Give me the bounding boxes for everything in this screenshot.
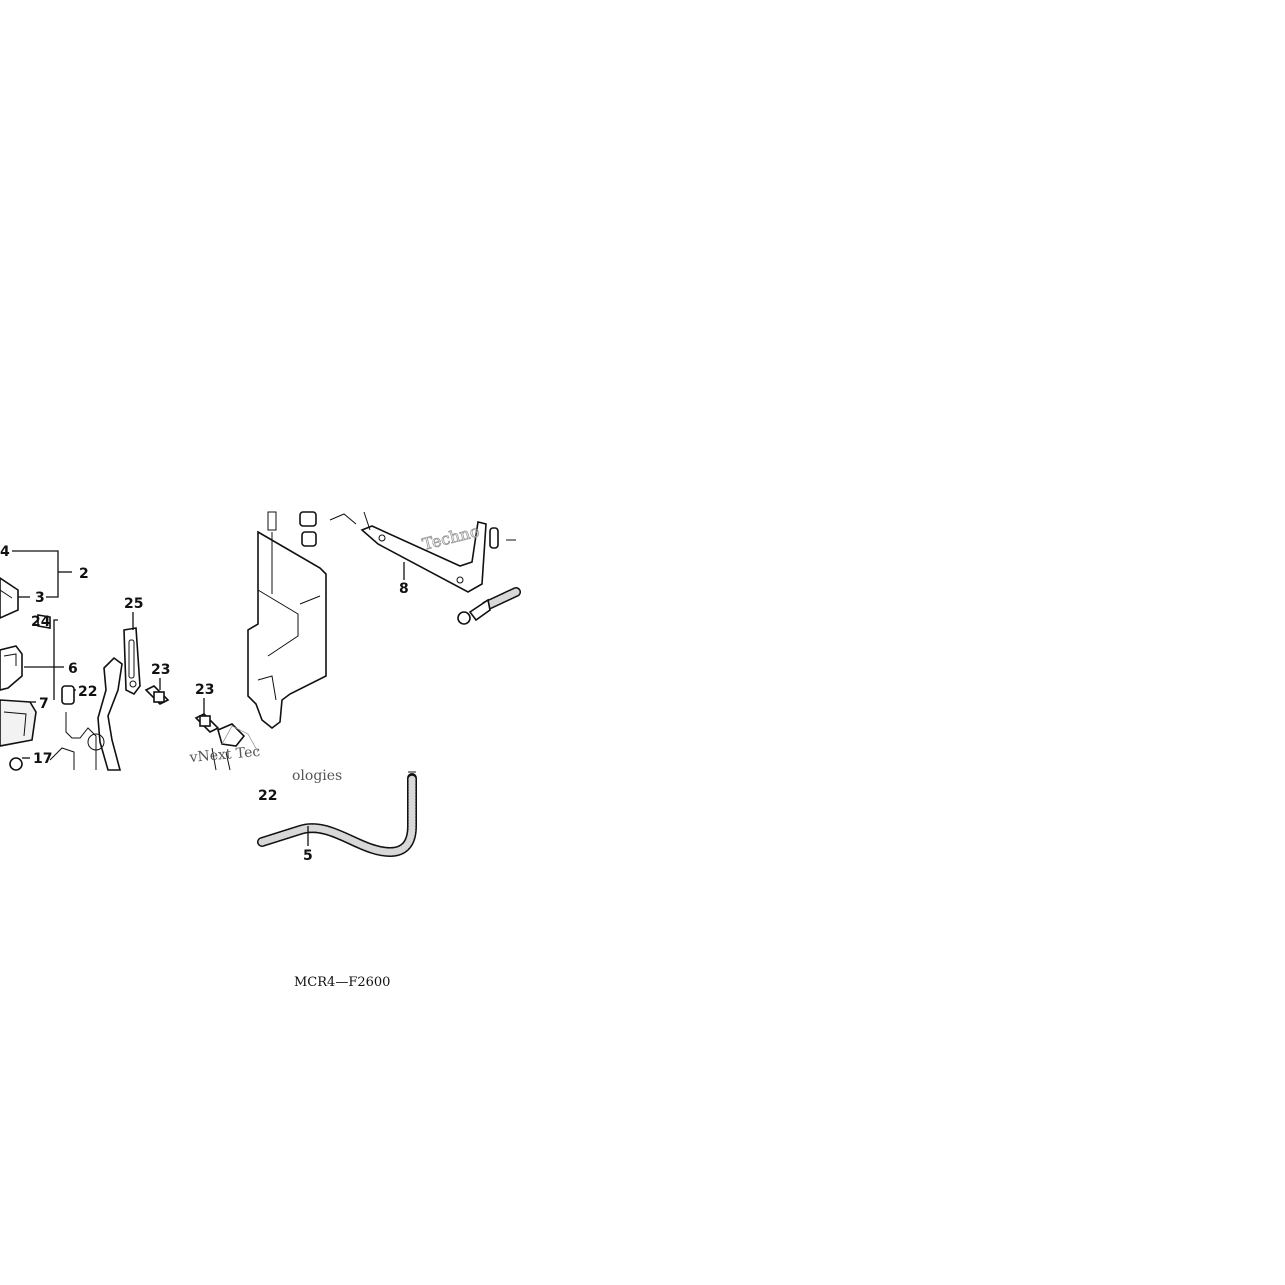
callout-7: 7 (39, 696, 49, 712)
callout-17: 17 (33, 751, 52, 767)
bolt-icon (194, 713, 220, 733)
stay-strap (123, 627, 141, 696)
callout-8: 8 (399, 581, 409, 597)
callout-4: 4 (0, 544, 10, 560)
callout-24: 24 (31, 614, 51, 630)
watermark-logo (221, 725, 259, 753)
callout-23: 23 (195, 682, 214, 698)
diagram-code: MCR4—F2600 (294, 975, 390, 990)
cable-terminal (457, 587, 521, 625)
callout-22: 22 (258, 788, 277, 804)
mounting-bracket (87, 656, 123, 771)
bolt-icon (144, 685, 170, 705)
callouts: 4 2 3 24 6 7 17 22 25 23 23 8 22 5 (0, 544, 409, 864)
watermark: Techno (420, 521, 481, 553)
callout-3: 3 (35, 590, 45, 606)
battery-tray (299, 511, 516, 593)
callout-2: 2 (79, 566, 89, 582)
battery-case (247, 511, 327, 730)
callout-5: 5 (303, 848, 313, 864)
callout-25: 25 (124, 596, 143, 612)
clip (217, 723, 246, 747)
callout-22: 22 (78, 684, 97, 700)
fuse-box-assembly (0, 577, 97, 771)
leader-lines (12, 550, 405, 846)
callout-23: 23 (151, 662, 170, 678)
wire (211, 747, 231, 771)
watermark: vNext Tec (188, 744, 261, 766)
callout-6: 6 (68, 661, 78, 677)
watermark: ologies (292, 768, 342, 784)
breather-tube (257, 771, 417, 858)
